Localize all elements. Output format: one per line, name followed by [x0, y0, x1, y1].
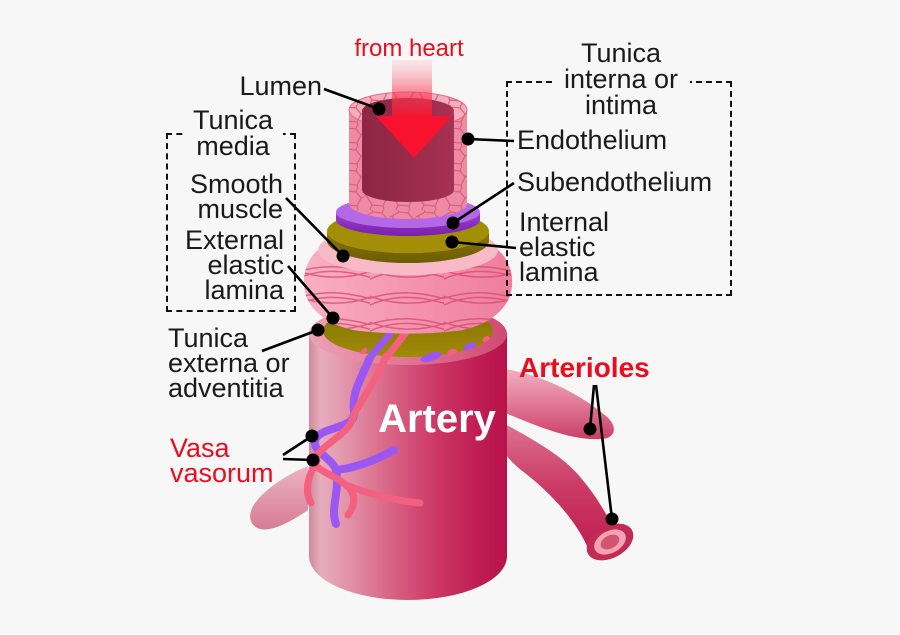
tunica-media-title: Tunica media	[183, 107, 283, 160]
arterioles-label: Arterioles	[519, 352, 650, 383]
internal-elastic-lamina-label: Internal elastic lamina	[519, 207, 610, 287]
arteriole-branch-lower	[493, 418, 634, 561]
arteriole-branch-upper	[498, 368, 614, 440]
leader-lines	[261, 87, 614, 520]
leader-dots	[305, 102, 619, 526]
lumen-label: Lumen	[239, 71, 322, 101]
arteriole-open-end	[586, 523, 634, 561]
artery-label: Artery	[378, 397, 496, 441]
smooth-muscle-label: Smooth muscle	[189, 169, 283, 224]
blood-flow-arrow	[376, 60, 452, 158]
arteriole-stub-left	[250, 466, 308, 530]
subendothelium-label: Subendothelium	[517, 167, 713, 197]
tunica-externa-label: Tunica externa or adventitia	[168, 323, 290, 403]
tunica-interna-title: Tunica interna or intima	[552, 40, 690, 119]
from-heart-label: from heart	[354, 35, 464, 62]
vasa-vasorum-label: Vasa vasorum	[170, 433, 274, 488]
external-elastic-lamina-label: External elastic lamina	[184, 225, 284, 305]
endothelium-label: Endothelium	[517, 125, 668, 155]
